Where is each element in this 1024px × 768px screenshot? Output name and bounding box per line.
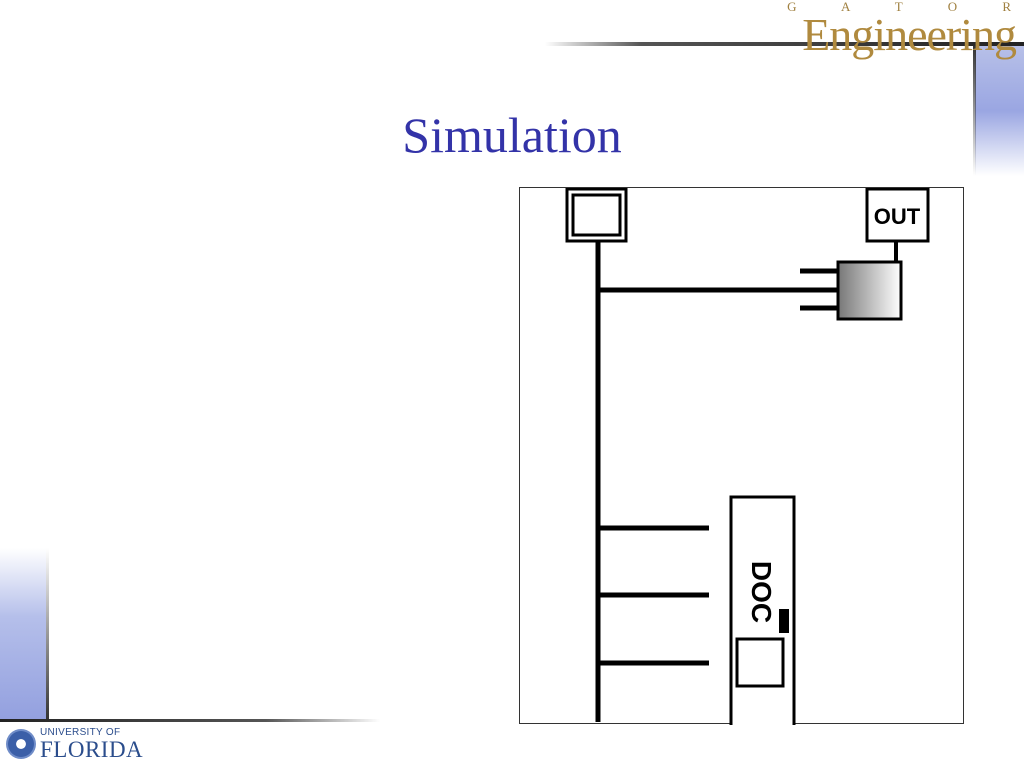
- university-of-florida-logo: UNIVERSITY OF FLORIDA: [6, 727, 156, 767]
- gator-engineering-logo: G A T O R Engineering: [787, 0, 1017, 60]
- gator-wordmark: G A T O R: [787, 0, 1024, 14]
- doc-port-bar: [779, 609, 789, 633]
- logic-gate: [836, 260, 903, 321]
- header-photo-strip: [975, 46, 1024, 176]
- doc-label: DOC: [746, 561, 777, 623]
- page-title: Simulation: [402, 107, 622, 163]
- footer-photo-strip: [0, 548, 46, 720]
- header-strip-edge: [973, 46, 976, 176]
- uf-wordmark-small: UNIVERSITY OF: [40, 727, 121, 738]
- uf-wordmark-big: FLORIDA: [40, 737, 144, 762]
- footer-divider-line: [0, 719, 380, 722]
- engineering-wordmark: Engineering: [802, 9, 1017, 60]
- header-divider-line: [545, 42, 1024, 46]
- input-box: [565, 188, 628, 243]
- footer-strip-edge: [46, 548, 49, 720]
- out-label: OUT: [874, 204, 921, 229]
- simulation-diagram: OUT DOC: [519, 187, 964, 725]
- doc-port-box: [735, 637, 785, 688]
- uf-seal-icon: [6, 729, 36, 759]
- diagram-canvas: OUT DOC: [565, 188, 930, 725]
- out-box: [865, 188, 930, 243]
